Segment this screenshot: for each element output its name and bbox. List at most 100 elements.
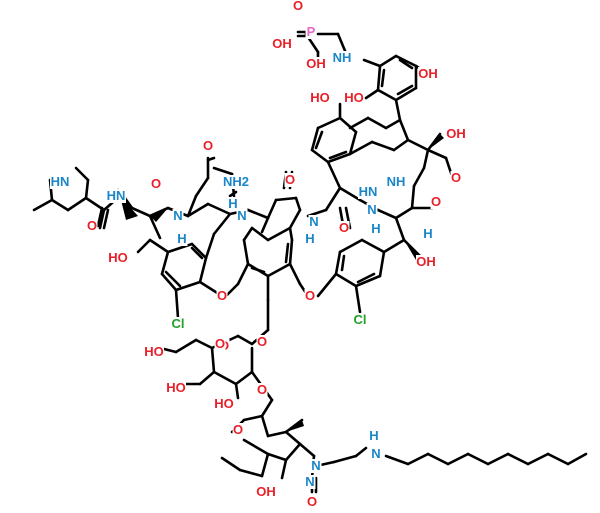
- atom-text: OH: [418, 66, 438, 81]
- atom-text: OH: [272, 36, 292, 51]
- atom-text: O: [339, 220, 349, 235]
- atom-text: OH: [416, 254, 436, 269]
- bond: [212, 212, 232, 236]
- atom-text: N: [173, 208, 182, 223]
- bond: [328, 150, 348, 160]
- bond: [136, 238, 152, 254]
- atom-text: H: [177, 231, 186, 246]
- bond: [148, 238, 170, 254]
- bond: [466, 452, 490, 466]
- bond: [376, 208, 398, 220]
- bond: [186, 194, 198, 218]
- atom-label-background: [358, 185, 378, 199]
- bond: [274, 196, 298, 202]
- atom-label-nh-r: NH: [386, 174, 406, 189]
- atom-label-background: [232, 423, 244, 437]
- atom-label-background: [86, 219, 98, 233]
- atom-label-background: [304, 289, 316, 303]
- bond: [348, 116, 370, 130]
- bond: [566, 452, 588, 466]
- atom-text: N: [237, 208, 246, 223]
- atom-text: O: [217, 288, 227, 303]
- bond: [260, 398, 274, 418]
- atom-label-n-3: N: [236, 208, 248, 223]
- bond: [260, 216, 270, 234]
- atom-label-background: [272, 37, 292, 51]
- atom-label-background: [386, 175, 406, 189]
- atom-text: O: [87, 218, 97, 233]
- bond: [66, 196, 88, 212]
- atom-label-background: [172, 209, 184, 223]
- atom-text: O: [451, 170, 461, 185]
- atom-text: N: [371, 446, 380, 461]
- atom-label-background: [166, 381, 186, 395]
- atom-label-o-link1: O: [214, 336, 226, 351]
- atom-text: N: [305, 474, 314, 489]
- bond: [284, 430, 302, 446]
- atom-label-o-amide5: O: [284, 172, 296, 187]
- bond: [250, 226, 270, 242]
- atom-label-h-4: H: [304, 231, 316, 246]
- bond: [280, 458, 288, 480]
- atom-label-background: [216, 289, 228, 303]
- bond: [486, 452, 510, 466]
- atom-text: HO: [214, 396, 234, 411]
- stereo-wedge: [286, 420, 304, 432]
- bond: [546, 452, 570, 466]
- atom-text: O: [257, 334, 267, 349]
- bond: [74, 166, 90, 182]
- atom-text: H: [369, 428, 378, 443]
- bond: [384, 118, 402, 130]
- atom-label-n-nitroso: N: [310, 458, 322, 473]
- atom-label-o-link2: O: [256, 382, 268, 397]
- atom-text: O: [257, 382, 267, 397]
- atom-label-h-2: H: [176, 231, 188, 246]
- bond: [260, 452, 270, 478]
- bond: [234, 370, 254, 386]
- bond: [198, 370, 216, 386]
- atom-label-background: [370, 222, 382, 236]
- atom-label-background: [168, 317, 188, 331]
- atom-label-background: [344, 91, 364, 105]
- bond: [174, 338, 198, 354]
- bond: [238, 468, 264, 478]
- bond: [384, 454, 410, 466]
- bond: [398, 58, 414, 70]
- bond: [234, 382, 240, 400]
- bond: [426, 452, 450, 466]
- bond: [242, 414, 264, 422]
- bond: [340, 254, 346, 272]
- atom-label-o-amide6: O: [338, 220, 350, 235]
- atom-label-hn-5: HN: [358, 184, 378, 199]
- atom-label-background: [306, 57, 326, 71]
- bond: [148, 214, 162, 240]
- atom-label-background: [221, 175, 251, 189]
- bond: [362, 58, 382, 68]
- bond: [224, 282, 240, 298]
- bond: [380, 68, 386, 88]
- atom-label-background: [256, 335, 268, 349]
- atom-label-background: [236, 209, 248, 223]
- atom-text: O: [431, 194, 441, 209]
- bond: [266, 198, 278, 220]
- atom-label-background: [350, 313, 370, 327]
- atom-text: O: [151, 176, 161, 191]
- bond: [354, 446, 368, 458]
- bond: [410, 184, 416, 210]
- bond: [212, 166, 234, 176]
- bond: [398, 118, 410, 142]
- atom-text: O: [293, 0, 303, 13]
- atom-label-oh-acid: OH: [446, 126, 466, 141]
- atom-label-background: [450, 171, 462, 185]
- atom-text: HO: [108, 250, 128, 265]
- bond: [190, 242, 208, 260]
- bond: [394, 86, 418, 102]
- bond: [348, 130, 358, 156]
- bond: [338, 238, 364, 254]
- bond: [206, 156, 216, 162]
- bond: [242, 438, 270, 456]
- atom-text: O: [203, 138, 213, 153]
- atom-text: NH: [387, 174, 406, 189]
- atom-label-background: [284, 173, 296, 187]
- atom-label-o-amide2: O: [202, 138, 214, 153]
